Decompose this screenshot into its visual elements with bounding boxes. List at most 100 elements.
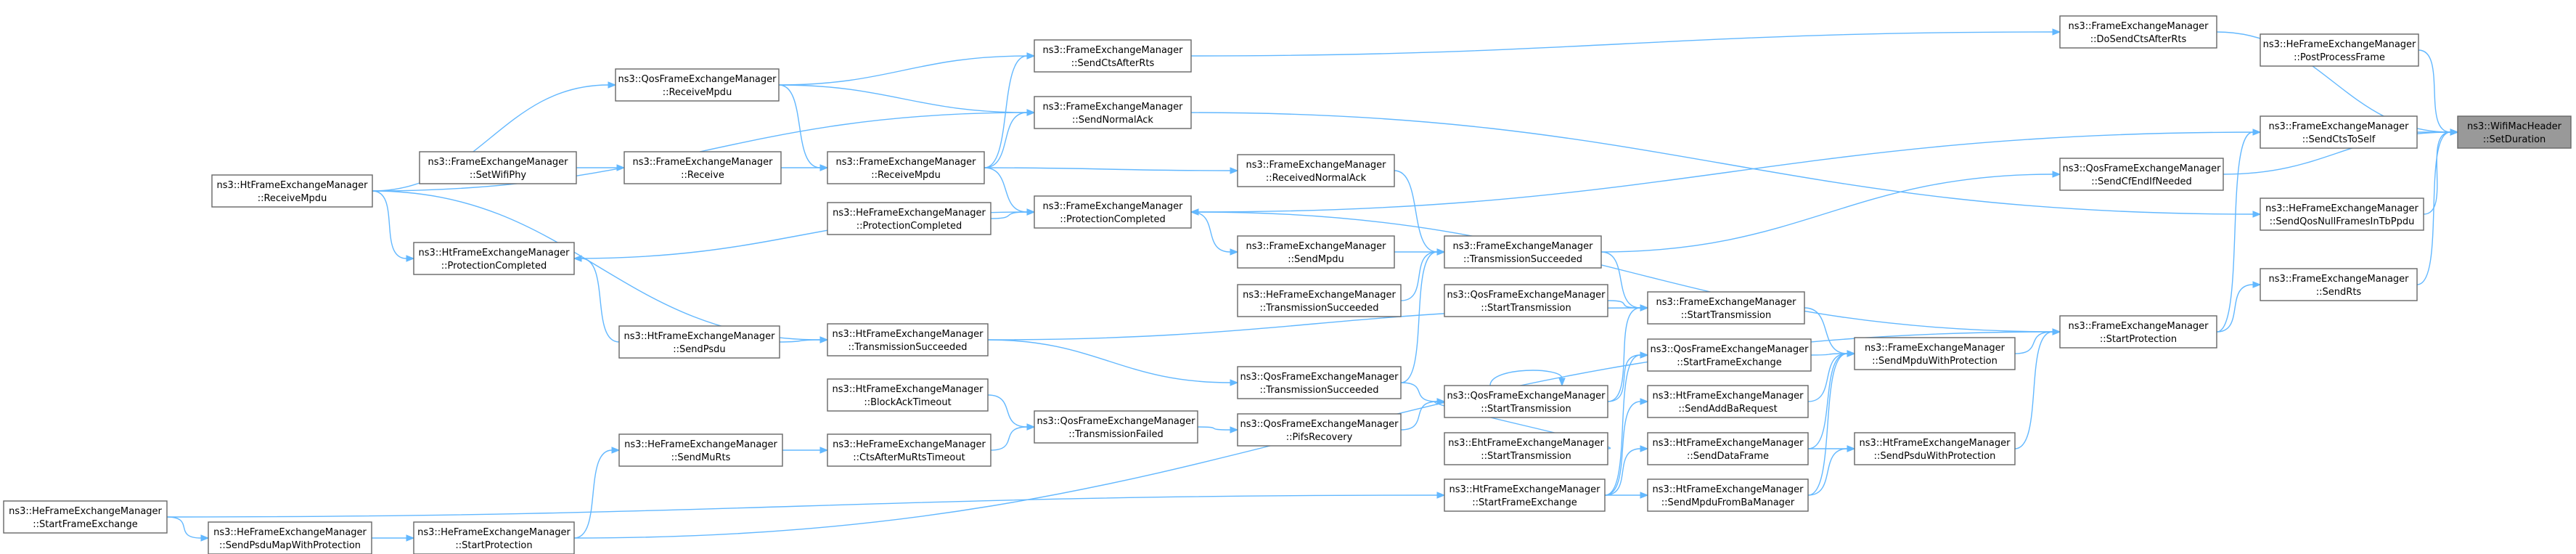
node-box[interactable] [2457,115,2572,149]
node-box[interactable] [1034,39,1192,73]
graph-node-fmRecvNormalAck[interactable]: ns3::FrameExchangeManager::ReceivedNorma… [1237,154,1395,187]
graph-node-qosTxFailed[interactable]: ns3::QosFrameExchangeManager::Transmissi… [1034,410,1198,444]
node-box[interactable] [618,433,783,467]
node-method-label: ::SendMpdu [1288,254,1344,265]
node-box[interactable] [419,151,577,184]
graph-node-fmSendMpduProt[interactable]: ns3::FrameExchangeManager::SendMpduWithP… [1854,337,2016,370]
call-edge-line [2418,49,2451,133]
node-box[interactable] [827,151,985,184]
node-box[interactable] [618,325,780,359]
graph-node-fmSendNormalAck[interactable]: ns3::FrameExchangeManager::SendNormalAck [1034,96,1192,129]
graph-node-htStartFE[interactable]: ns3::HtFrameExchangeManager::StartFrameE… [1444,478,1606,512]
graph-node-fmStartProt[interactable]: ns3::FrameExchangeManager::StartProtecti… [2059,315,2217,349]
node-class-label: ns3::HeFrameExchangeManager [2265,203,2418,214]
node-box[interactable] [2059,158,2224,191]
node-box[interactable] [1034,195,1192,229]
graph-node-ehtStartTx[interactable]: ns3::EhtFrameExchangeManager::StartTrans… [1444,432,1608,465]
graph-node-sendCtsToSelf[interactable]: ns3::FrameExchangeManager::SendCtsToSelf [2260,115,2418,149]
graph-node-qosStartTx1[interactable]: ns3::QosFrameExchangeManager::StartTrans… [1444,284,1608,317]
call-edge-qosTxSucc-to-fmTxSucc [1400,248,1446,383]
graph-node-fmStartTx[interactable]: ns3::FrameExchangeManager::StartTransmis… [1647,291,1805,325]
graph-node-qosTxSucc[interactable]: ns3::QosFrameExchangeManager::Transmissi… [1237,366,1402,399]
node-box[interactable] [2260,268,2418,301]
node-box[interactable] [2059,15,2217,49]
graph-node-heStartProt[interactable]: ns3::HeFrameExchangeManager::StartProtec… [413,521,575,554]
graph-node-htSendAddBa[interactable]: ns3::HtFrameExchangeManager::SendAddBaRe… [1647,385,1809,418]
node-box[interactable] [827,323,989,357]
node-box[interactable] [827,202,991,235]
graph-node-heSendMuRts[interactable]: ns3::HeFrameExchangeManager::SendMuRts [618,433,783,467]
graph-node-qosRecvMpdu[interactable]: ns3::QosFrameExchangeManager::ReceiveMpd… [615,68,780,102]
call-edge-arrowhead [1230,379,1239,386]
node-box[interactable] [1647,432,1809,465]
node-box[interactable] [1237,154,1395,187]
node-box[interactable] [1444,478,1606,512]
node-box[interactable] [1854,337,2016,370]
graph-node-htBaTimeout[interactable]: ns3::HtFrameExchangeManager::BlockAckTim… [827,378,989,412]
graph-node-fmTxSucc[interactable]: ns3::FrameExchangeManager::TransmissionS… [1444,235,1602,269]
call-edge-line [1198,131,2261,213]
node-box[interactable] [2260,33,2419,67]
call-edge-line [1604,354,1641,496]
node-box[interactable] [1444,284,1608,317]
node-box[interactable] [2260,197,2424,231]
node-box[interactable] [1647,338,1812,372]
node-box[interactable] [2059,315,2217,349]
node-box[interactable] [615,68,780,102]
graph-node-fmSetWifiPhy[interactable]: ns3::FrameExchangeManager::SetWifiPhy [419,151,577,184]
node-box[interactable] [413,242,575,275]
graph-node-heSendPsduMap[interactable]: ns3::HeFrameExchangeManager::SendPsduMap… [208,521,372,554]
node-box[interactable] [1854,432,2016,465]
node-box[interactable] [1237,284,1402,317]
node-box[interactable] [211,174,373,208]
node-class-label: ns3::HeFrameExchangeManager [833,439,986,450]
graph-node-htProtCompl[interactable]: ns3::HtFrameExchangeManager::ProtectionC… [413,242,575,275]
graph-node-sendRts[interactable]: ns3::FrameExchangeManager::SendRts [2260,268,2418,301]
node-box[interactable] [1647,385,1809,418]
node-box[interactable] [1237,413,1402,447]
graph-node-heProtCompl[interactable]: ns3::HeFrameExchangeManager::ProtectionC… [827,202,991,235]
node-box[interactable] [413,521,575,554]
graph-node-heStartFE[interactable]: ns3::HeFrameExchangeManager::StartFrameE… [3,500,168,534]
graph-node-qosPifs[interactable]: ns3::QosFrameExchangeManager::PifsRecove… [1237,413,1402,447]
graph-node-htSendPsduProt[interactable]: ns3::HtFrameExchangeManager::SendPsduWit… [1854,432,2016,465]
graph-node-htSendPsdu[interactable]: ns3::HtFrameExchangeManager::SendPsdu [618,325,780,359]
call-edge-line [166,516,202,539]
node-box[interactable] [1034,96,1192,129]
node-box[interactable] [2260,115,2418,149]
node-box[interactable] [1237,235,1395,269]
graph-node-hePost[interactable]: ns3::HeFrameExchangeManager::PostProcess… [2260,33,2419,67]
node-box[interactable] [1444,235,1602,269]
node-box[interactable] [1237,366,1402,399]
call-edge-line [1807,353,1848,402]
graph-node-qosStartTx2[interactable]: ns3::QosFrameExchangeManager::StartTrans… [1444,385,1608,418]
node-box[interactable] [827,433,991,467]
graph-node-htTxSucc[interactable]: ns3::HtFrameExchangeManager::Transmissio… [827,323,989,357]
node-box[interactable] [1444,432,1608,465]
graph-node-root[interactable]: ns3::WifiMacHeader::SetDuration [2457,115,2572,149]
graph-node-heQosNull[interactable]: ns3::HeFrameExchangeManager::SendQosNull… [2260,197,2424,231]
node-box[interactable] [1647,478,1809,512]
node-box[interactable] [3,500,168,534]
call-edge-line [1607,307,1641,402]
graph-node-fmReceive[interactable]: ns3::FrameExchangeManager::Receive [623,151,782,184]
graph-node-htSendMpduBa[interactable]: ns3::HtFrameExchangeManager::SendMpduFro… [1647,478,1809,512]
graph-node-heCtsMuRts[interactable]: ns3::HeFrameExchangeManager::CtsAfterMuR… [827,433,991,467]
node-box[interactable] [1034,410,1198,444]
graph-node-fmRecvMpdu[interactable]: ns3::FrameExchangeManager::ReceiveMpdu [827,151,985,184]
graph-node-doSendCts[interactable]: ns3::FrameExchangeManager::DoSendCtsAfte… [2059,15,2217,49]
node-box[interactable] [1647,291,1805,325]
node-box[interactable] [1444,385,1608,418]
node-box[interactable] [827,378,989,412]
call-edge-line [2416,131,2451,285]
graph-node-fmSendMpdu[interactable]: ns3::FrameExchangeManager::SendMpdu [1237,235,1395,269]
graph-node-qosCfEnd[interactable]: ns3::QosFrameExchangeManager::SendCfEndI… [2059,158,2224,191]
graph-node-htSendData[interactable]: ns3::HtFrameExchangeManager::SendDataFra… [1647,432,1809,465]
node-box[interactable] [623,151,782,184]
graph-node-fmSendCtsAfterRts[interactable]: ns3::FrameExchangeManager::SendCtsAfterR… [1034,39,1192,73]
graph-node-htRecvMpdu[interactable]: ns3::HtFrameExchangeManager::ReceiveMpdu [211,174,373,208]
node-box[interactable] [208,521,372,554]
graph-node-heTxSucc[interactable]: ns3::HeFrameExchangeManager::Transmissio… [1237,284,1402,317]
graph-node-qosStartFE[interactable]: ns3::QosFrameExchangeManager::StartFrame… [1647,338,1812,372]
graph-node-fmProtCompl[interactable]: ns3::FrameExchangeManager::ProtectionCom… [1034,195,1192,229]
